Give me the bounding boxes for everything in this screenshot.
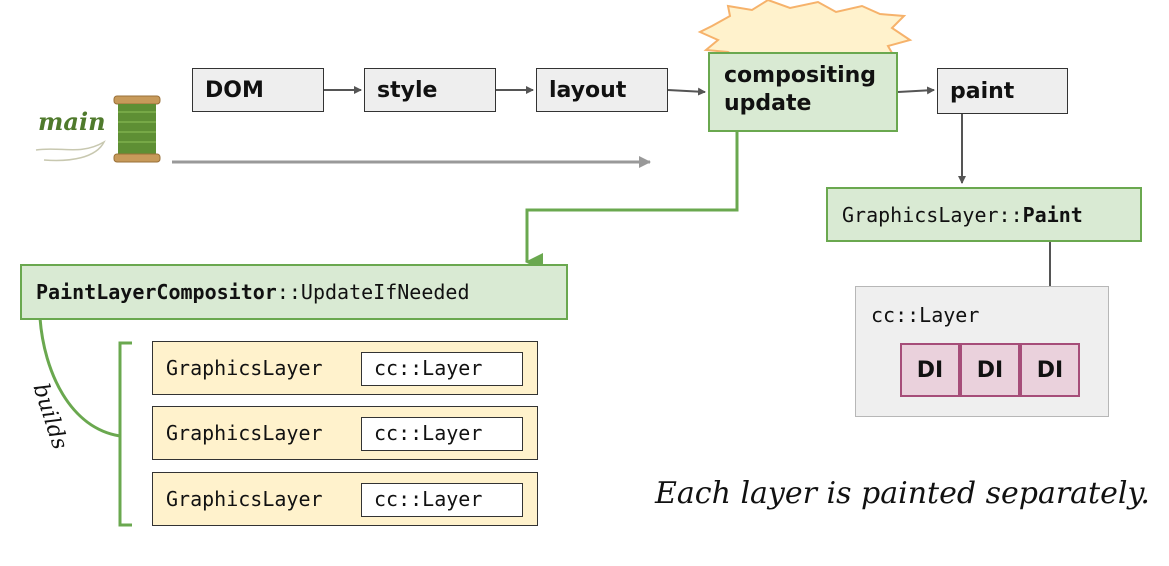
display-item-list: DI DI DI: [900, 343, 1084, 397]
graphics-layer-box: GraphicsLayer cc::Layer: [152, 341, 538, 395]
stage-style: style: [364, 68, 496, 112]
stage-compositing-label-line2: update: [724, 91, 812, 116]
graphicslayer-paint-box: GraphicsLayer::Paint: [826, 187, 1142, 242]
compositor-method: ::UpdateIfNeeded: [276, 280, 470, 304]
cc-layer-box: cc::Layer: [361, 352, 523, 386]
stage-style-label: style: [377, 77, 438, 103]
arrow-layout-to-compositing: [667, 87, 706, 96]
cc-layer-box: cc::Layer: [361, 417, 523, 451]
display-item: DI: [960, 343, 1020, 397]
graphics-layer-box: GraphicsLayer cc::Layer: [152, 406, 538, 460]
builds-label: builds: [27, 380, 73, 453]
stage-dom-label: DOM: [205, 77, 264, 103]
caption-text: Each layer is painted separately.: [655, 476, 1150, 511]
compositor-class: PaintLayerCompositor: [36, 280, 277, 304]
graphicslayer-paint-class: GraphicsLayer::: [842, 202, 1023, 227]
arrow-compositing-to-compositor: [525, 132, 739, 271]
paint-layer-compositor-box: PaintLayerCompositor::UpdateIfNeeded: [20, 264, 568, 320]
graphics-layer-box: GraphicsLayer cc::Layer: [152, 472, 538, 526]
graphics-layer-label: GraphicsLayer: [166, 421, 323, 445]
stage-paint-label: paint: [950, 78, 1015, 104]
display-item: DI: [900, 343, 960, 397]
cc-layer-box: cc::Layer: [361, 483, 523, 517]
cc-layer-panel: cc::Layer DI DI DI: [855, 286, 1109, 417]
graphics-layer-label: GraphicsLayer: [166, 487, 323, 511]
stage-dom: DOM: [192, 68, 324, 112]
stage-compositing-update: compositing update: [708, 52, 898, 132]
layers-bracket: [118, 341, 132, 527]
stage-layout: layout: [536, 68, 668, 112]
arrow-compositing-to-paint: [897, 86, 935, 95]
cc-layer-panel-label: cc::Layer: [871, 303, 980, 327]
display-item: DI: [1020, 343, 1080, 397]
graphics-layer-label: GraphicsLayer: [166, 356, 323, 380]
stage-paint: paint: [937, 68, 1068, 114]
graphicslayer-paint-method: Paint: [1022, 202, 1083, 227]
stage-compositing-label-line1: compositing: [724, 63, 877, 88]
stage-layout-label: layout: [549, 77, 627, 103]
main-thread-label: main: [38, 107, 106, 136]
